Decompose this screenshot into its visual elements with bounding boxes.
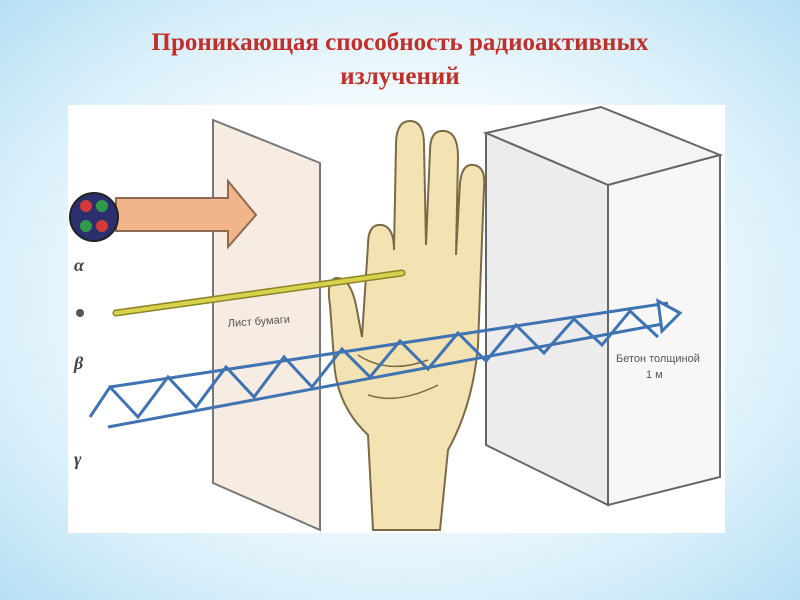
page-title: Проникающая способность радиоактивных из…	[0, 26, 800, 94]
gamma-ray-bottom-line	[107, 321, 669, 429]
hand-shape	[327, 119, 486, 531]
proton-icon	[96, 220, 108, 232]
concrete-block: Бетон толщиной 1 м	[482, 105, 724, 507]
label-beta: β	[73, 353, 84, 373]
concrete-label-line-1: Бетон толщиной	[616, 353, 700, 365]
concrete-label-line-2: 1 м	[646, 369, 663, 381]
neutron-icon	[80, 220, 92, 232]
alpha-particle-icon	[69, 192, 119, 242]
neutron-icon	[96, 200, 108, 212]
title-line-2: излучений	[340, 63, 460, 90]
gamma-ray-wave	[88, 308, 660, 420]
title-line-1: Проникающая способность радиоактивных	[151, 29, 649, 56]
paper-label: Лист бумаги	[227, 314, 290, 330]
hand	[327, 119, 486, 531]
penetration-diagram: Бетон толщиной 1 м Лист бумаги	[68, 105, 725, 533]
gamma-ray-top-line	[109, 301, 669, 389]
beta-ray	[112, 269, 406, 317]
alpha-ray	[69, 178, 258, 250]
hand-crease-2	[367, 384, 439, 400]
concrete-block-front	[485, 131, 609, 507]
label-alpha: α	[74, 255, 85, 275]
label-beta-dot	[76, 309, 84, 317]
alpha-ray-arrow	[115, 178, 258, 250]
gamma-ray-arrowhead	[656, 298, 683, 335]
beta-ray-rod-fill	[114, 271, 404, 315]
proton-icon	[80, 200, 92, 212]
label-gamma: γ	[74, 449, 82, 469]
gamma-ray	[88, 298, 683, 429]
